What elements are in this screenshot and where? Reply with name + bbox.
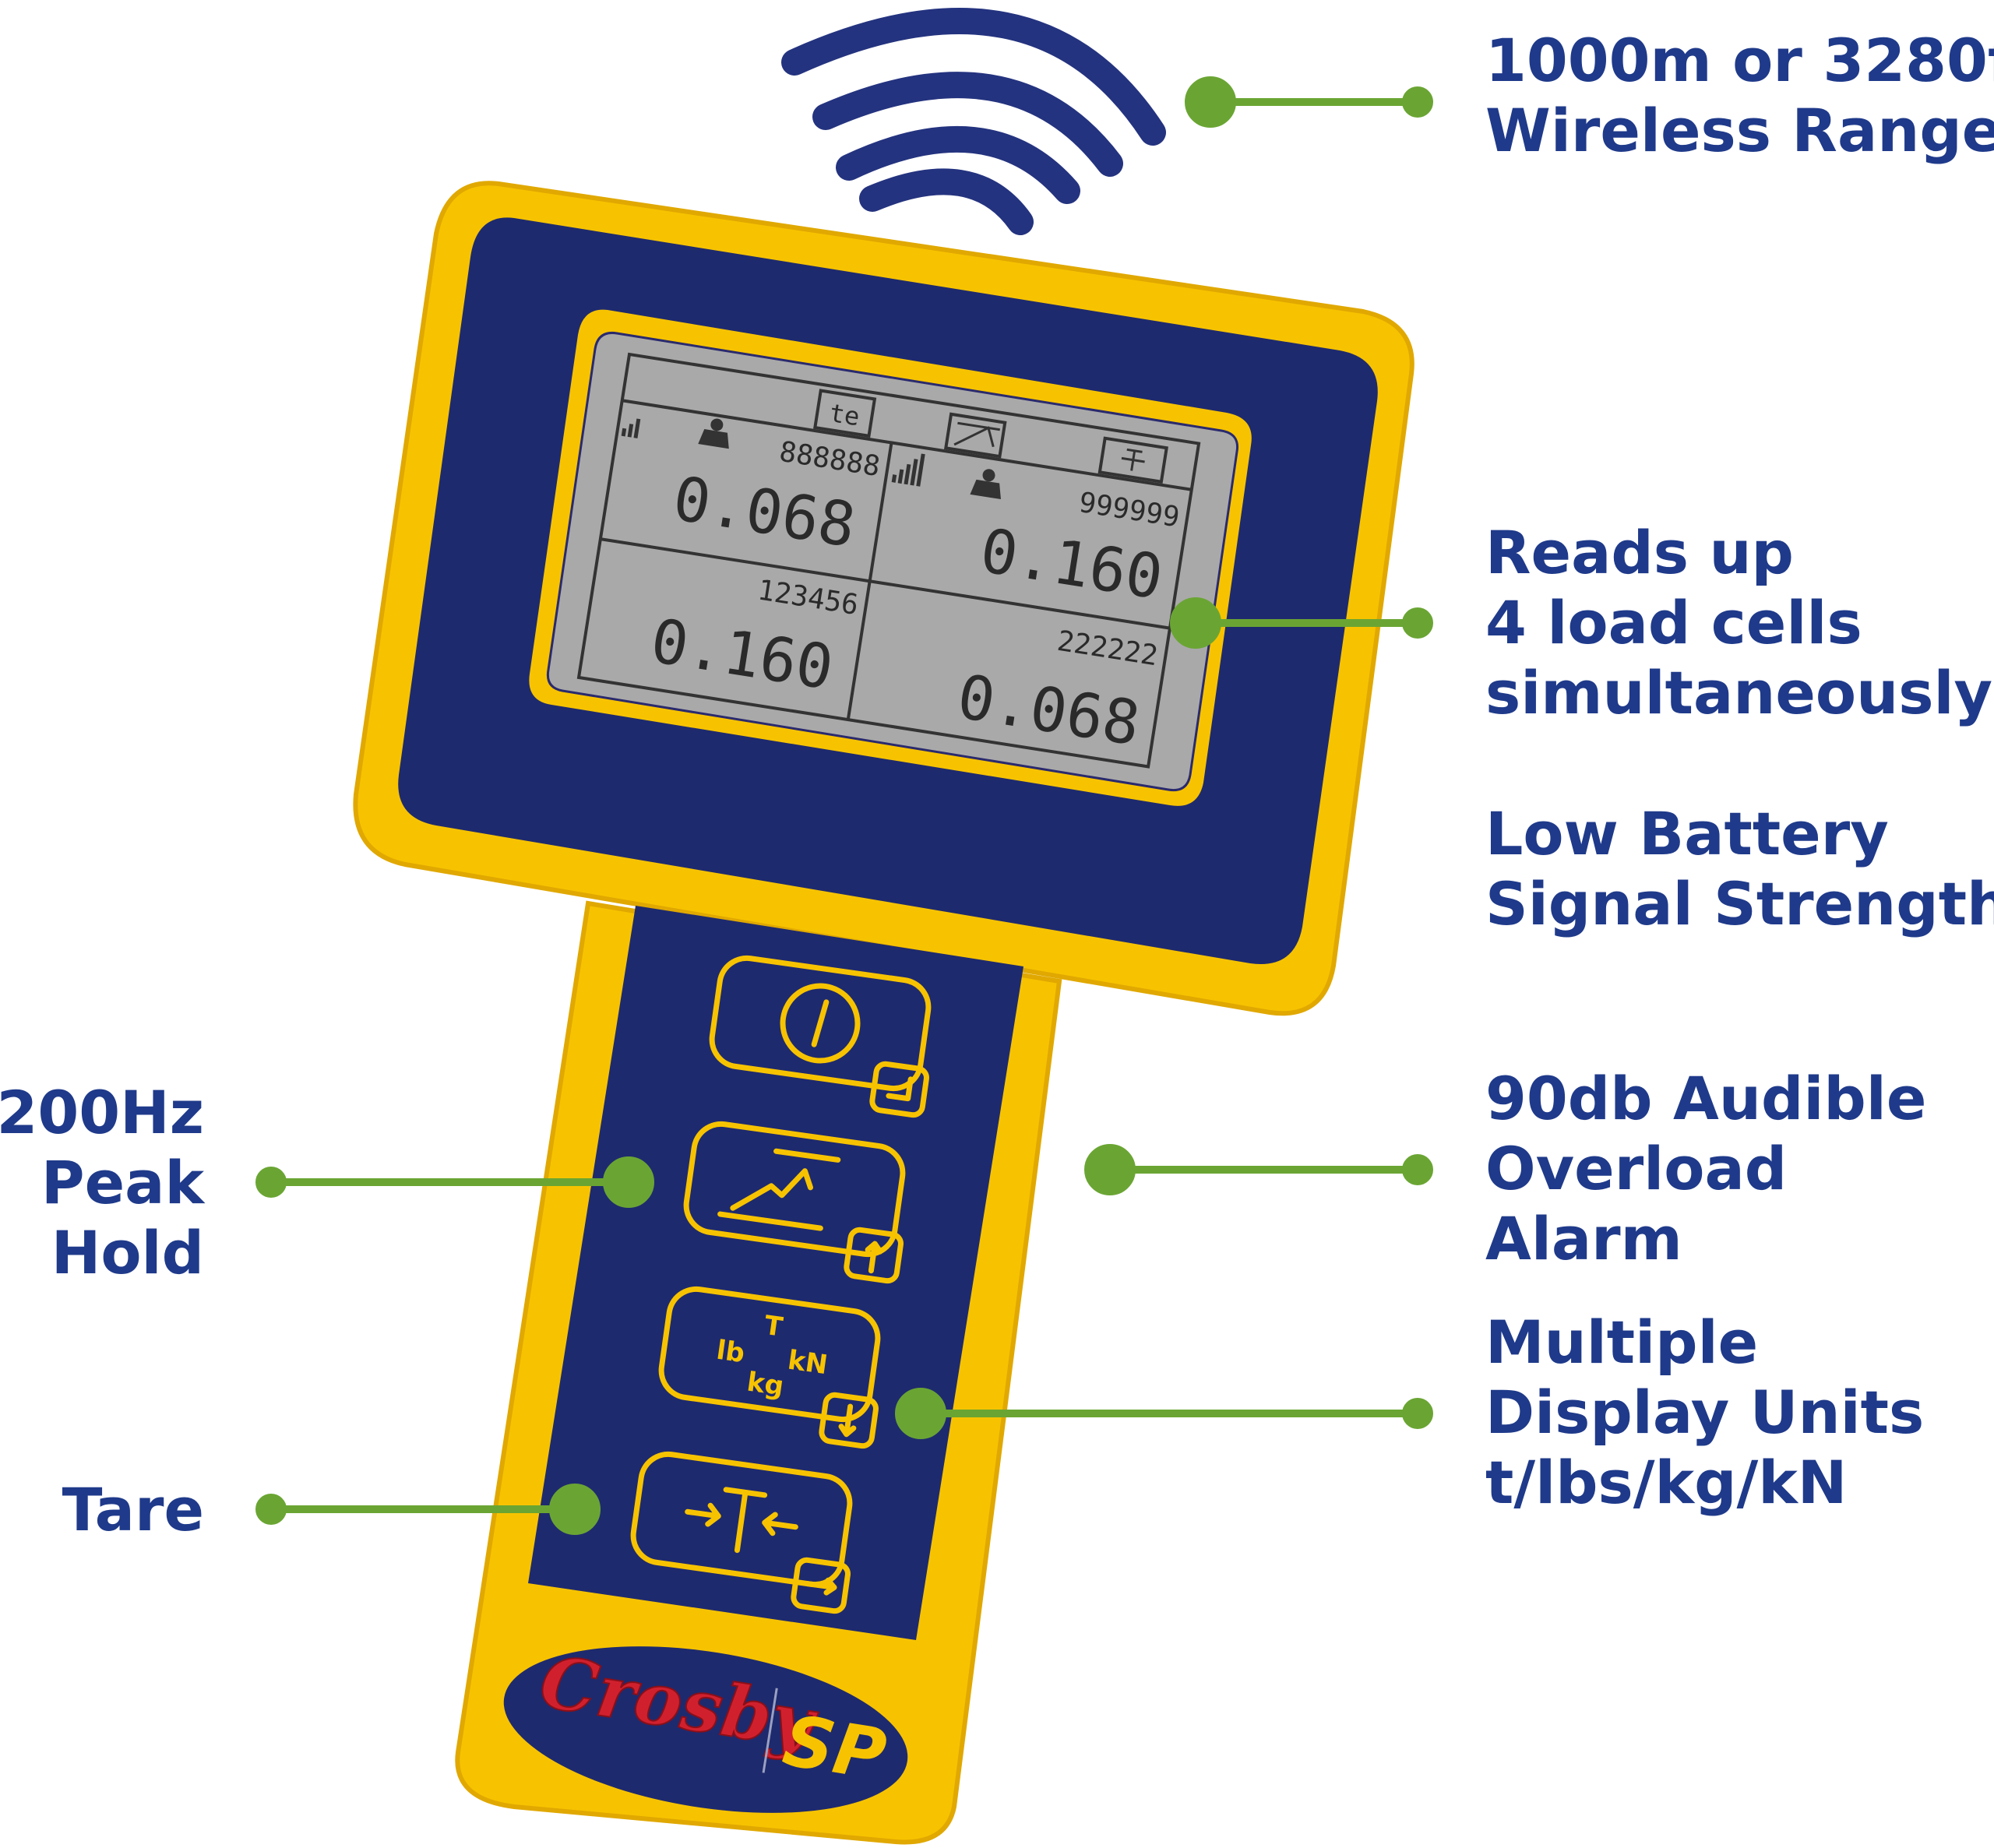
tare-icon xyxy=(1121,448,1145,471)
device-head xyxy=(353,181,1414,1016)
svg-text:200Hz: 200Hz xyxy=(0,1078,204,1147)
peak-icon xyxy=(953,421,1000,448)
label-peak-hold: 200Hz Peak Hold xyxy=(0,1078,205,1287)
units-down-button[interactable]: T lb kN kg xyxy=(654,1286,889,1449)
enter-icon xyxy=(869,1061,929,1118)
power-icon xyxy=(780,983,861,1064)
svg-text:1000m or 3280ft: 1000m or 3280ft xyxy=(1485,26,1994,95)
tare-icon xyxy=(685,1487,798,1554)
svg-text:Hold: Hold xyxy=(51,1218,204,1287)
svg-text:Alarm: Alarm xyxy=(1485,1204,1682,1273)
label-overload-alarm: 90db Audible Overload Alarm xyxy=(1485,1064,1926,1273)
tare-button[interactable] xyxy=(626,1451,861,1614)
svg-text:Overload: Overload xyxy=(1485,1134,1787,1203)
svg-text:Peak: Peak xyxy=(41,1148,206,1217)
peak-hold-up-button[interactable] xyxy=(679,1121,914,1284)
up-arrow-icon xyxy=(844,1227,904,1284)
down-arrow-icon xyxy=(819,1392,879,1449)
unit-kn: kN xyxy=(786,1345,830,1382)
unit-kg: kg xyxy=(745,1367,786,1403)
svg-text:90db Audible: 90db Audible xyxy=(1485,1064,1926,1133)
sp-logo: SP xyxy=(778,1700,892,1797)
svg-text:Display Units: Display Units xyxy=(1485,1378,1924,1447)
right-arrow-icon xyxy=(791,1557,851,1614)
label-display-units: Multiple Display Units t/lbs/kg/kN xyxy=(1485,1308,1924,1517)
signal-strength-icon xyxy=(621,418,925,487)
svg-text:Reads up: Reads up xyxy=(1485,518,1794,587)
svg-text:Tare: Tare xyxy=(62,1475,204,1544)
svg-text:Wireless Range: Wireless Range xyxy=(1485,96,1994,165)
label-battery-signal: Low Battery Signal Strength xyxy=(1485,799,1994,938)
label-wireless-range: 1000m or 3280ft Wireless Range xyxy=(1485,26,1994,165)
peak-icon xyxy=(717,1148,841,1231)
wireless-signal-icon xyxy=(781,8,1166,235)
label-load-cells: Reads up 4 load cells simultaneously xyxy=(1485,518,1992,727)
load-cell-icon xyxy=(698,418,1001,500)
unit-lb: lb xyxy=(714,1335,746,1370)
svg-text:t/lbs/kg/kN: t/lbs/kg/kN xyxy=(1485,1448,1847,1517)
label-tare: Tare xyxy=(62,1475,204,1544)
lcd-header-icon-text: te xyxy=(827,398,861,432)
svg-text:Signal Strength: Signal Strength xyxy=(1485,869,1994,938)
callout-connectors xyxy=(255,76,1433,1535)
power-enter-button[interactable] xyxy=(705,955,939,1118)
svg-text:4 load cells: 4 load cells xyxy=(1485,588,1862,657)
svg-text:Low Battery: Low Battery xyxy=(1485,799,1889,868)
svg-text:Multiple: Multiple xyxy=(1485,1308,1758,1377)
svg-text:simultaneously: simultaneously xyxy=(1485,658,1992,727)
